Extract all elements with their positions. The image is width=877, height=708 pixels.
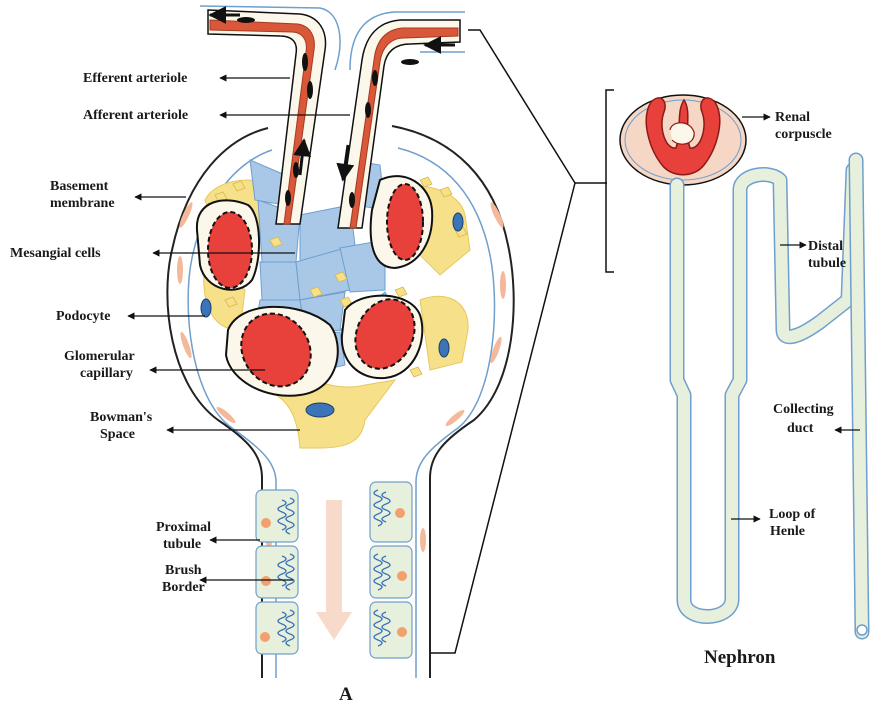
filtrate-flow-arrow [316,500,352,640]
glomerulus-illustration [167,6,513,678]
label-collecting-duct-line2: duct [787,421,814,436]
label-renal-corpuscle-line2: corpuscle [775,127,832,142]
label-mesangial-cells: Mesangial cells [10,246,101,261]
label-glomerular-capillary-line1: Glomerular [64,349,135,364]
label-brush-border-line1: Brush [165,563,202,578]
nephron-tubule-path [677,170,853,617]
label-basement-membrane-line2: membrane [50,196,115,211]
label-proximal-tubule-line1: Proximal [156,520,211,535]
label-distal-tubule-line1: Distal [808,239,843,254]
panel-label: A [339,684,353,705]
label-distal-tubule-line2: tubule [808,256,846,271]
nephron-illustration [620,95,867,635]
label-bowmans-space-line1: Bowman's [90,410,153,425]
label-basement-membrane-line1: Basement [50,179,109,194]
proximal-tubule [256,482,412,658]
label-efferent-arteriole: Efferent arteriole [83,71,187,86]
label-collecting-duct-line1: Collecting [773,402,834,417]
label-glomerular-capillary-line2: capillary [80,366,133,381]
label-renal-corpuscle-line1: Renal [775,110,810,125]
label-loop-of-henle-line2: Henle [770,524,805,539]
label-loop-of-henle-line1: Loop of [769,507,816,522]
label-nephron-title: Nephron [704,647,776,668]
label-brush-border-line2: Border [162,580,205,595]
label-proximal-tubule-line2: tubule [163,537,201,552]
label-bowmans-space-line2: Space [100,427,135,442]
label-podocyte: Podocyte [56,309,110,324]
label-afferent-arteriole: Afferent arteriole [83,108,188,123]
